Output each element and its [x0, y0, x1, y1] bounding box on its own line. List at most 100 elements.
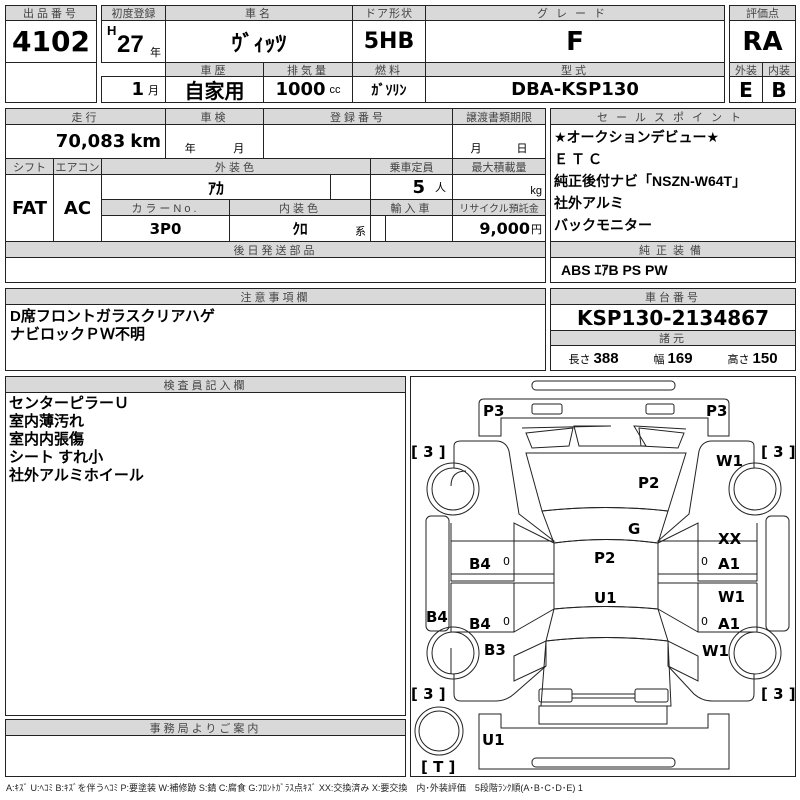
- car-name: ｳﾞｨｯﾂ: [165, 20, 353, 63]
- damage-mark: B4: [469, 555, 491, 573]
- sales-point: 純正後付ナビ「NSZN-W64T」: [554, 173, 747, 189]
- ext-color-blank: [330, 174, 371, 200]
- displacement-value: 1000: [275, 79, 326, 100]
- grade: F: [425, 20, 725, 63]
- damage-mark: P2: [638, 474, 659, 492]
- year-unit: 年: [150, 47, 161, 59]
- int-color: ｸﾛ系: [229, 215, 371, 242]
- tire-front-left: [426, 462, 480, 516]
- era: H: [107, 23, 117, 38]
- front-bumper-edge: [531, 380, 676, 391]
- recycle-value: 9,000: [479, 219, 530, 238]
- notes-label: 注意事項欄: [5, 288, 546, 305]
- right-sill: [765, 515, 790, 632]
- transfer-deadline: 月日: [452, 124, 546, 159]
- damage-mark: P3: [483, 402, 504, 420]
- capacity-label: 乗車定員: [370, 158, 453, 175]
- damage-mark: P3: [706, 402, 727, 420]
- inspection-month-unit: 月: [233, 143, 245, 155]
- rear-panel: [538, 705, 668, 725]
- sales-points-label: セールスポイント: [550, 108, 796, 125]
- damage-mark: [ 3 ]: [761, 685, 796, 703]
- displacement-unit: cc: [329, 83, 341, 96]
- equipment: ABS ｴｱB PS PW: [550, 257, 796, 283]
- spare-wheel: [418, 710, 460, 752]
- sales-point: 社外アルミ: [554, 195, 624, 211]
- mileage-unit: km: [130, 131, 161, 152]
- width: 幅 169: [653, 350, 692, 367]
- year: 27: [117, 31, 144, 58]
- damage-mark: W1: [702, 642, 729, 660]
- model-label: 型式: [425, 62, 725, 77]
- left-sill: [425, 515, 450, 632]
- displacement-label: 排気量: [263, 62, 353, 77]
- recycle-unit: 円: [531, 223, 542, 236]
- interior-grade: B: [762, 76, 796, 103]
- shift-label: シフト: [5, 158, 54, 175]
- history: 自家用: [165, 76, 264, 103]
- length: 長さ 388: [568, 350, 618, 367]
- car-name-label: 車名: [165, 5, 353, 21]
- fuel-label: 燃料: [352, 62, 426, 77]
- max-load-label: 最大積載量: [452, 158, 546, 175]
- damage-mark: B3: [484, 641, 506, 659]
- taillamp-left: [538, 688, 573, 703]
- inspector-line: 社外アルミホイール: [9, 467, 144, 484]
- import-value: [385, 215, 453, 242]
- ext-color: ｱｶ: [101, 174, 331, 200]
- inspector-line: 室内薄汚れ: [9, 413, 85, 430]
- office-label: 事務局よりご案内: [5, 719, 406, 736]
- headlamp-right: [645, 403, 675, 415]
- damage-mark: 0: [701, 615, 708, 628]
- taillamp-right: [634, 688, 669, 703]
- fuel: ｶﾞｿﾘﾝ: [352, 76, 426, 103]
- later-parts-label: 後日発送部品: [5, 241, 546, 258]
- inspector-line: シート すれ小: [9, 449, 104, 466]
- damage-mark: W1: [718, 588, 745, 606]
- notes: D席フロントガラスクリアハゲ ナビロックＰＷ不明: [5, 304, 546, 371]
- inspector-notes: センターピラーＵ 室内薄汚れ 室内内張傷 シート すれ小 社外アルミホイール: [5, 392, 406, 716]
- lot-number-label: 出品番号: [5, 5, 97, 21]
- import-flag: [370, 215, 386, 242]
- damage-mark: 0: [503, 555, 510, 568]
- tire-rear-left: [426, 626, 480, 680]
- damage-mark: 0: [701, 555, 708, 568]
- damage-mark: [ 3 ]: [761, 443, 796, 461]
- equipment-label: 純正装備: [550, 241, 796, 258]
- sales-point: ＥＴＣ: [554, 151, 605, 167]
- left-doors: [450, 522, 555, 633]
- sales-point: ★オークションデビュー★: [554, 129, 720, 145]
- damage-mark: [ T ]: [421, 758, 455, 776]
- int-color-unit: 系: [355, 226, 366, 238]
- front-lamps: [525, 427, 685, 449]
- exterior-label: 外装: [729, 62, 763, 77]
- score-label: 評価点: [729, 5, 796, 21]
- transfer-deadline-label: 譲渡書類期限: [452, 108, 546, 125]
- office-notes: [5, 735, 406, 777]
- front-fender-left: [450, 440, 556, 542]
- length-value: 388: [593, 349, 619, 367]
- damage-mark: 0: [503, 615, 510, 628]
- month: 1: [131, 79, 144, 100]
- color-no: 3P0: [101, 215, 230, 242]
- inspection-date: 年月: [165, 124, 264, 159]
- inspection-label: 車検: [165, 108, 264, 125]
- damage-mark: P2: [594, 549, 615, 567]
- width-value: 169: [667, 349, 693, 367]
- score: RA: [729, 20, 796, 63]
- capacity-value: 5: [412, 176, 425, 198]
- tire-rear-right: [728, 626, 782, 680]
- height-value: 150: [752, 349, 778, 367]
- hood: [525, 452, 687, 512]
- int-color-label: 内装色: [229, 199, 371, 216]
- spec-label: 諸元: [550, 330, 796, 346]
- ac-label: エアコン: [53, 158, 102, 175]
- damage-mark: A1: [718, 555, 740, 573]
